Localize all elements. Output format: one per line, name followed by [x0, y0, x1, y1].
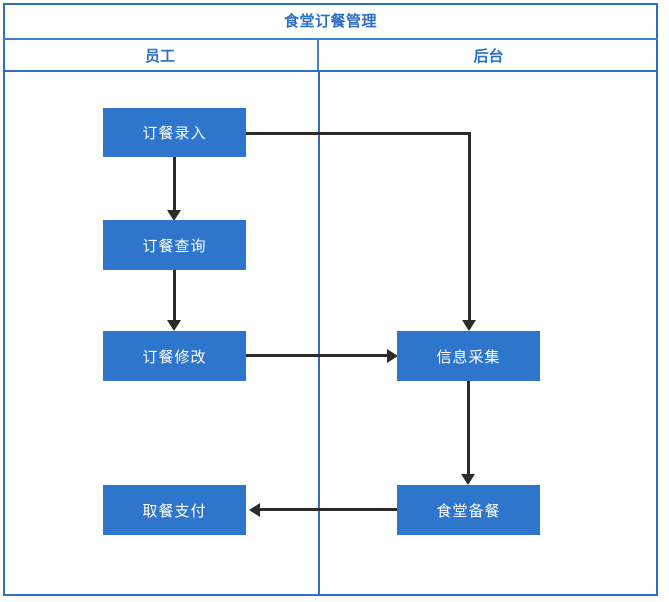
- edge-query-to-modify-line: [173, 270, 176, 322]
- edge-modify-to-collect-arrowhead: [387, 349, 398, 363]
- node-meal-prep[interactable]: 食堂备餐: [397, 485, 540, 535]
- node-order-modify[interactable]: 订餐修改: [103, 331, 246, 381]
- node-order-entry-label: 订餐录入: [142, 125, 207, 142]
- edge-query-to-modify-arrowhead: [167, 320, 181, 331]
- edge-prep-to-pickup-line: [258, 508, 397, 511]
- diagram-title-row: 食堂订餐管理: [3, 3, 658, 40]
- node-order-query-label: 订餐查询: [142, 237, 207, 255]
- edge-entry-to-collect-arrowhead: [462, 320, 476, 331]
- node-order-entry[interactable]: 订餐录入: [103, 108, 246, 157]
- swimlane-header-row: 员工 后台: [3, 40, 658, 72]
- edge-entry-to-query-line: [173, 157, 176, 212]
- node-pickup-pay-label: 取餐支付: [142, 502, 207, 520]
- edge-entry-to-collect-h: [246, 132, 471, 135]
- lane-header-backend-label: 后台: [473, 47, 504, 65]
- edge-collect-to-prep-arrowhead: [461, 474, 475, 485]
- edge-modify-to-collect-line: [246, 354, 389, 357]
- lane-divider: [318, 72, 320, 596]
- node-info-collect-label: 信息采集: [436, 348, 501, 366]
- node-pickup-pay[interactable]: 取餐支付: [103, 485, 246, 535]
- node-meal-prep-label: 食堂备餐: [436, 502, 501, 520]
- lane-header-employee: 员工: [3, 40, 319, 70]
- node-info-collect[interactable]: 信息采集: [397, 331, 540, 381]
- edge-entry-to-query-arrowhead: [167, 210, 181, 221]
- swimlane-frame: [3, 3, 658, 596]
- edge-entry-to-collect-v: [468, 132, 471, 322]
- edge-collect-to-prep-line: [467, 381, 470, 476]
- node-order-query[interactable]: 订餐查询: [103, 220, 246, 270]
- edge-prep-to-pickup-arrowhead: [249, 503, 260, 517]
- node-order-modify-label: 订餐修改: [142, 348, 207, 366]
- page-title: 食堂订餐管理: [283, 13, 377, 30]
- lane-header-employee-label: 员工: [144, 47, 175, 65]
- lane-header-backend: 后台: [319, 40, 658, 70]
